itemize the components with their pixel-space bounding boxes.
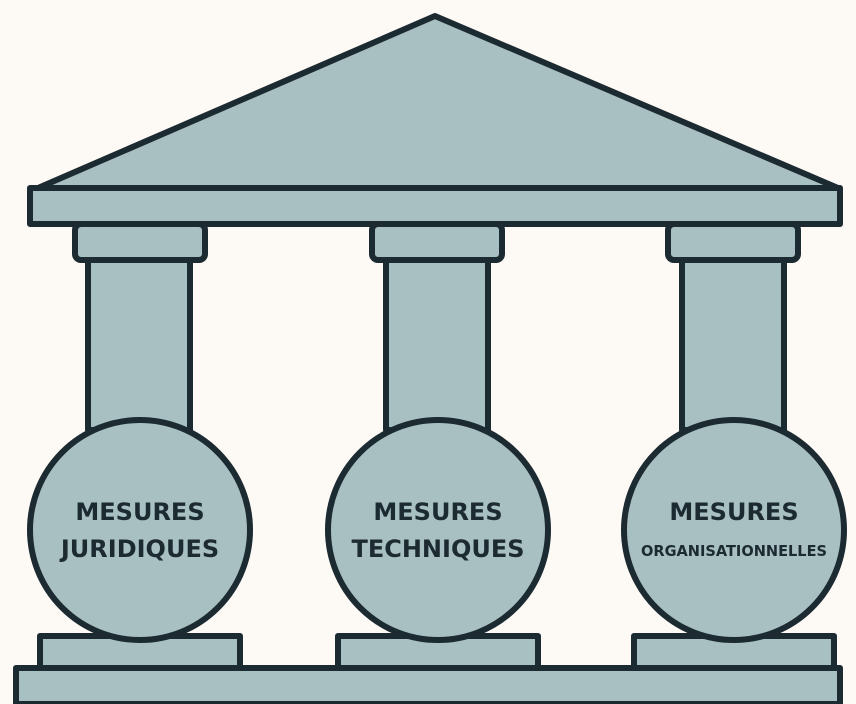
pillar-3-label-line2: ORGANISATIONNELLES [641, 542, 827, 560]
entablature-beam [27, 185, 843, 227]
pillar-2-label-line2: TECHNIQUES [351, 535, 524, 563]
pillar-3-shaft [679, 257, 787, 433]
pillar-1-circle [27, 417, 253, 643]
pillar-2-label-line1: MESURES [373, 498, 502, 526]
pillar-1-label-line1: MESURES [75, 498, 204, 526]
pillar-3-capital [665, 221, 801, 263]
pillar-3-label-line1: MESURES [669, 498, 798, 526]
pillar-3-circle [621, 417, 847, 643]
pillar-2-capital [369, 221, 505, 263]
pillar-1-capital [72, 221, 208, 263]
ground-platform [13, 665, 843, 704]
pillar-2-shaft [383, 257, 491, 433]
pillar-1-label-line2: JURIDIQUES [59, 535, 219, 563]
roof-pediment [35, 13, 841, 191]
pillar-2-circle [325, 417, 551, 643]
pillar-1-shaft [85, 257, 193, 433]
